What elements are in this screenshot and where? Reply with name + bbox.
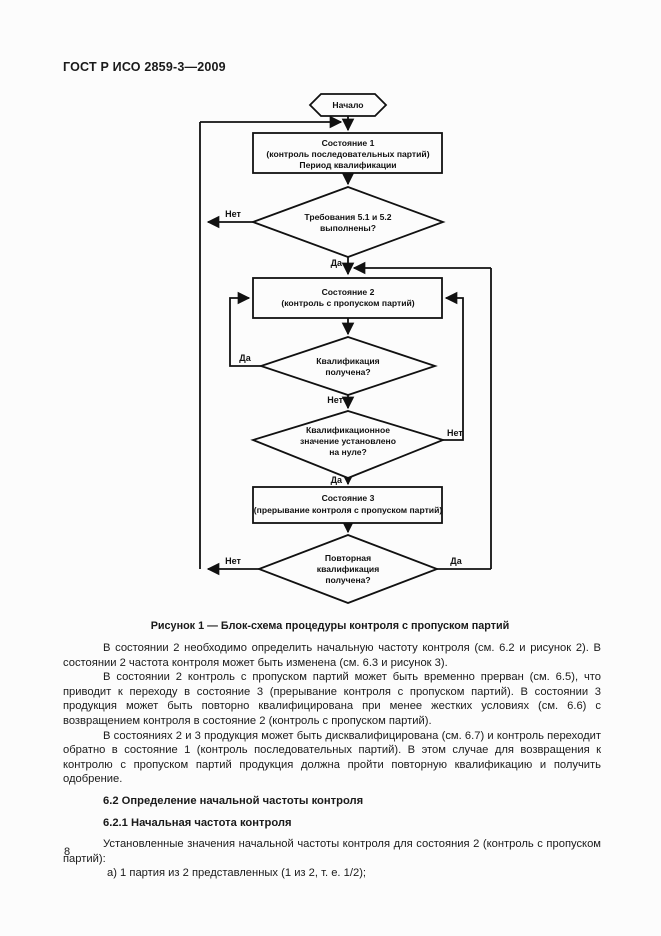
decision3-no-loop-arrow: [443, 291, 464, 441]
decision3-no-label: Нет: [447, 428, 463, 438]
decision4-line2: квалификация: [317, 564, 379, 574]
start-label: Начало: [332, 100, 363, 110]
decision2-line2: получена?: [325, 367, 370, 377]
state1-line3: Период квалификации: [299, 160, 396, 170]
state2-line1: Состояние 2: [322, 287, 375, 297]
decision3-diamond: [250, 410, 446, 479]
body-text: В состоянии 2 необходимо определить нача…: [63, 641, 601, 881]
state1-line2: (контроль последовательных партий): [266, 149, 429, 159]
decision1-diamond: [250, 186, 446, 258]
heading-6-2: 6.2 Определение начальной частоты контро…: [103, 794, 364, 807]
heading-6-2-1: 6.2.1 Начальная частота контроля: [103, 816, 292, 829]
state2-box: [252, 277, 443, 319]
state2-line2: (контроль с пропуском партий): [281, 298, 414, 308]
paragraph-state2-frequency: В состоянии 2 необходимо определить нача…: [63, 642, 601, 669]
paragraph-state3-interrupt: В состоянии 2 контроль с пропуском парти…: [63, 671, 601, 727]
decision4-diamond: [256, 534, 440, 604]
decision4-line1: Повторная: [325, 553, 371, 563]
state3-line2: (прерывание контроля с пропуском партий): [254, 505, 443, 515]
state3-box: [252, 486, 443, 524]
decision2-yes-label: Да: [239, 353, 251, 363]
decision1-yes-label: Да: [331, 258, 343, 268]
decision3-line2: значение установлено: [300, 436, 396, 446]
state1-line1: Состояние 1: [322, 138, 375, 148]
decision4-yes-label: Да: [450, 556, 462, 566]
start-hexagon: [308, 93, 388, 117]
decision4-no-label: Нет: [225, 556, 241, 566]
decision2-line1: Квалификация: [316, 356, 379, 366]
list-item-a: а) 1 партия из 2 представленных (1 из 2,…: [107, 867, 367, 880]
decision1-line2: выполнены?: [320, 223, 376, 233]
document-title: ГОСТ Р ИСО 2859-3—2009: [63, 60, 226, 74]
decision3-yes-label: Да: [331, 475, 343, 485]
page-number: 8: [64, 846, 71, 858]
paragraph-disqualification: В состояниях 2 и 3 продукция может быть …: [63, 729, 601, 786]
decision4-line3: получена?: [325, 575, 370, 585]
decision2-no-label: Нет: [327, 395, 343, 405]
flowchart: Начало Состояние 1 (контроль последовате…: [199, 93, 492, 604]
state3-line1: Состояние 3: [322, 493, 375, 503]
decision1-line1: Требования 5.1 и 5.2: [304, 212, 391, 222]
decision3-line1: Квалификационное: [306, 425, 390, 435]
decision2-yes-loop-arrow: [229, 291, 261, 367]
state1-box: [252, 132, 443, 174]
decision1-no-label: Нет: [225, 209, 241, 219]
decision3-line3: на нуле?: [329, 447, 367, 457]
decision2-diamond: [258, 336, 438, 396]
paragraph-initial-frequency: Установленные значения начальной частоты…: [63, 838, 601, 865]
figure-caption: Рисунок 1 — Блок-схема процедуры контрол…: [150, 620, 510, 632]
